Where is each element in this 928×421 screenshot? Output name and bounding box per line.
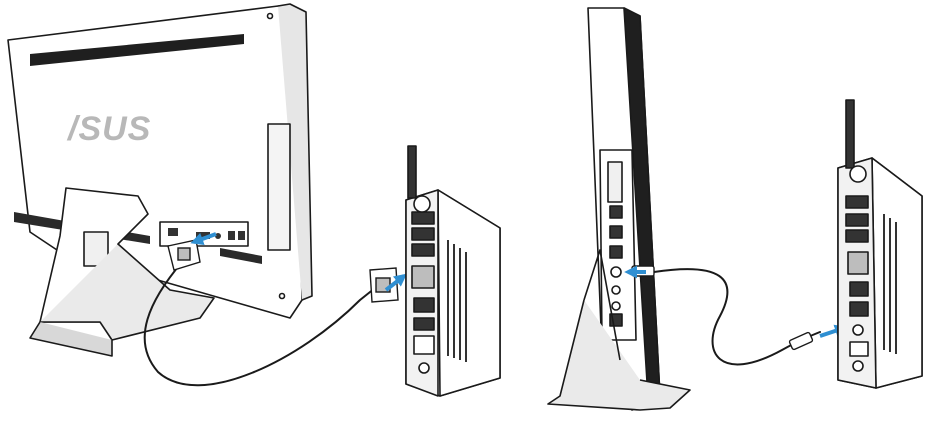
top-vent xyxy=(30,34,244,66)
vga-connector-icon xyxy=(167,239,399,303)
side-panel xyxy=(267,123,291,251)
right-scene xyxy=(547,7,923,411)
audio-cable xyxy=(653,268,821,366)
brand-logo: /SUS xyxy=(66,110,151,148)
blue-arrow-icon xyxy=(190,232,217,245)
antenna-icon xyxy=(845,99,867,183)
aio-stand xyxy=(29,187,215,357)
mini-pc-right xyxy=(837,99,923,389)
blue-arrow-icon xyxy=(384,273,408,292)
aio-side-view xyxy=(547,7,691,411)
left-scene: /SUS xyxy=(7,3,501,397)
antenna-icon xyxy=(407,145,431,213)
vga-cable xyxy=(143,261,385,387)
mini-pc-left xyxy=(405,145,501,397)
